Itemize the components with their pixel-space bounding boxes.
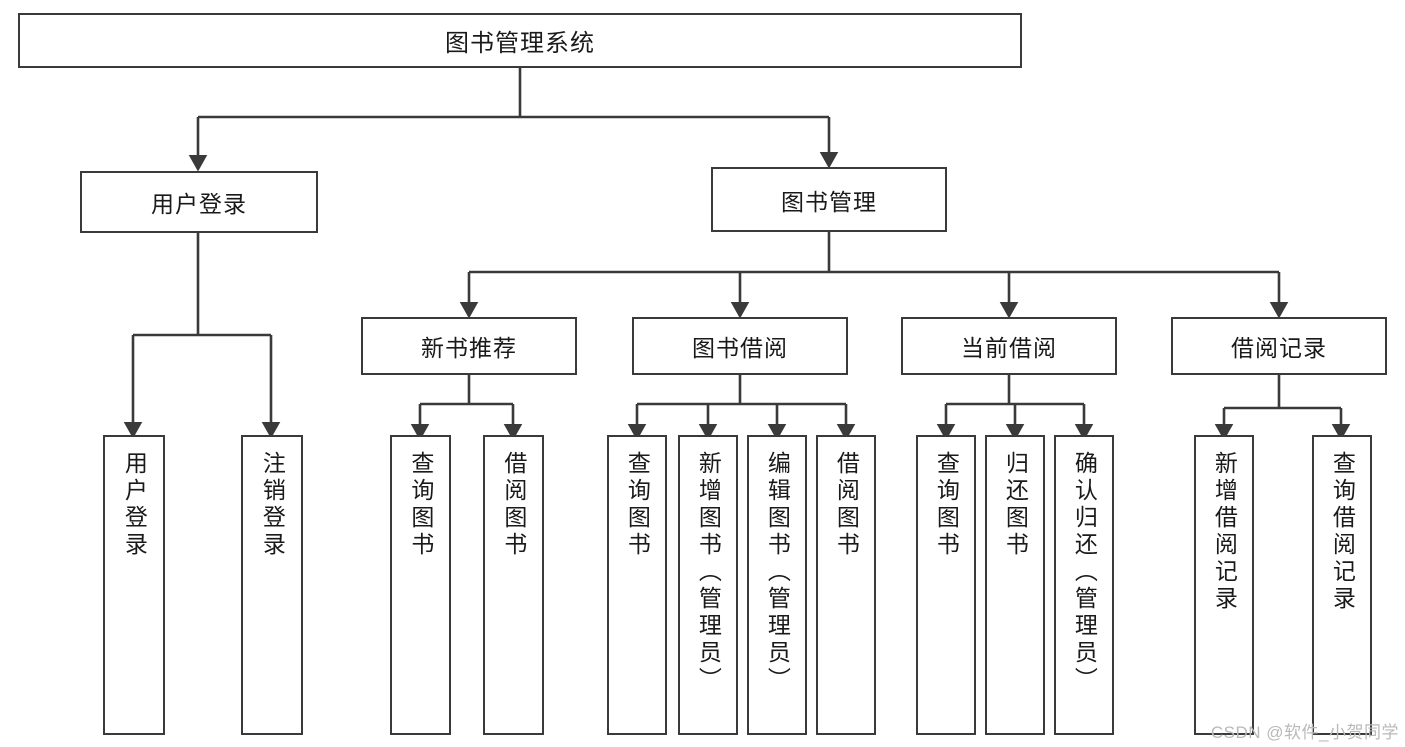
node-label: 注销登录	[259, 451, 286, 559]
node-leaf-recommend-query-book[interactable]: 查询图书	[390, 435, 451, 735]
node-label: 查询图书	[933, 451, 960, 559]
node-label: 归还图书	[1002, 451, 1029, 559]
node-label: 查询图书	[407, 451, 434, 559]
node-leaf-user-login[interactable]: 用户登录	[103, 435, 165, 735]
csdn-watermark: CSDN @软件_小贺同学	[1210, 723, 1399, 742]
node-label: 新增借阅记录	[1211, 451, 1238, 613]
node-leaf-logout-login[interactable]: 注销登录	[241, 435, 303, 735]
node-leaf-query-borrow-record[interactable]: 查询借阅记录	[1312, 435, 1372, 735]
node-label: 用户登录	[121, 451, 148, 559]
node-leaf-borrow-book[interactable]: 借阅图书	[816, 435, 876, 735]
node-label: 借阅图书	[833, 451, 860, 559]
node-label: 图书借阅	[692, 335, 788, 361]
node-label: 新增图书（管理员）	[695, 451, 722, 694]
node-borrow-record[interactable]: 借阅记录	[1171, 317, 1387, 375]
node-label: 确认归还（管理员）	[1071, 451, 1098, 694]
node-label: 图书管理系统	[445, 30, 595, 57]
node-user-login[interactable]: 用户登录	[80, 171, 318, 233]
node-label: 查询借阅记录	[1329, 451, 1356, 613]
node-leaf-current-query-book[interactable]: 查询图书	[916, 435, 976, 735]
node-label: 借阅图书	[500, 451, 527, 559]
node-label: 借阅记录	[1231, 335, 1327, 361]
node-label: 编辑图书（管理员）	[764, 451, 791, 694]
node-leaf-borrow-query-book[interactable]: 查询图书	[607, 435, 667, 735]
node-root-system[interactable]: 图书管理系统	[18, 13, 1022, 68]
node-leaf-add-borrow-record[interactable]: 新增借阅记录	[1194, 435, 1254, 735]
node-label: 新书推荐	[421, 335, 517, 361]
node-leaf-recommend-borrow-book[interactable]: 借阅图书	[483, 435, 544, 735]
node-leaf-return-book[interactable]: 归还图书	[985, 435, 1045, 735]
node-leaf-edit-book-admin[interactable]: 编辑图书（管理员）	[747, 435, 807, 735]
node-book-borrow[interactable]: 图书借阅	[632, 317, 848, 375]
node-current-borrow[interactable]: 当前借阅	[901, 317, 1117, 375]
node-leaf-confirm-return-admin[interactable]: 确认归还（管理员）	[1054, 435, 1114, 735]
node-label: 查询图书	[624, 451, 651, 559]
node-label: 图书管理	[781, 188, 877, 215]
node-label: 当前借阅	[961, 335, 1057, 361]
node-book-management[interactable]: 图书管理	[711, 167, 947, 232]
node-label: 用户登录	[151, 191, 247, 217]
node-leaf-add-book-admin[interactable]: 新增图书（管理员）	[678, 435, 738, 735]
node-new-book-recommend[interactable]: 新书推荐	[361, 317, 577, 375]
